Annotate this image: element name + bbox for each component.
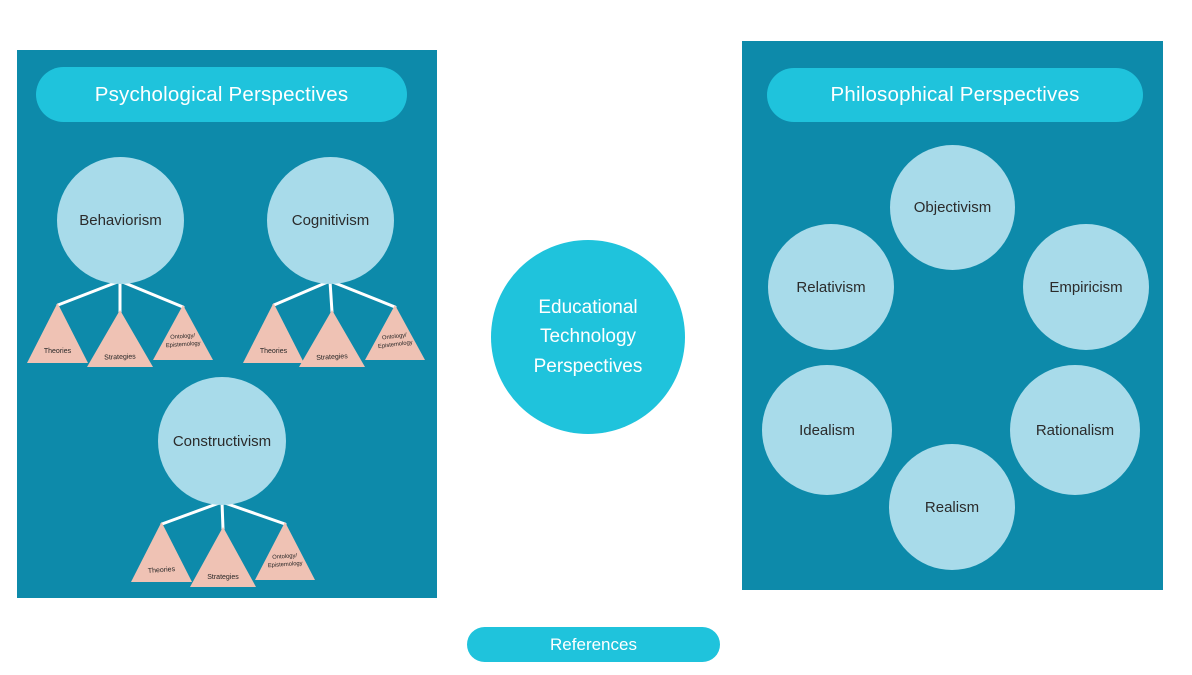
references-button[interactable]: References: [467, 627, 720, 662]
node-cognitivism-label: Cognitivism: [291, 212, 370, 229]
triangle-ontology-epistemology-label: Ontology/ Epistemology: [377, 332, 414, 350]
triangle-strategies: Strategies: [190, 527, 256, 587]
triangle-theories: Theories: [27, 303, 88, 363]
psychological-perspectives-title: Psychological Perspectives: [36, 67, 407, 122]
triangle-ontology-epistemology: Ontology/ Epistemology: [153, 305, 213, 360]
center-node-line-3: Perspectives: [533, 355, 643, 377]
philosophical-perspectives-panel: Philosophical Perspectives Objectivism R…: [742, 41, 1163, 590]
node-behaviorism-label: Behaviorism: [79, 212, 162, 229]
triangle-theories-label: Theories: [259, 348, 288, 355]
triangle-theories-label: Theories: [43, 348, 72, 355]
philosophical-perspectives-title: Philosophical Perspectives: [767, 68, 1143, 122]
triangle-ontology-epistemology: Ontology/ Epistemology: [255, 522, 315, 580]
node-relativism: Relativism: [768, 224, 894, 350]
triangle-strategies-label: Strategies: [104, 353, 136, 362]
triangle-ontology-epistemology-label: Ontology/ Epistemology: [267, 553, 303, 569]
node-idealism-label: Idealism: [799, 421, 855, 439]
node-rationalism: Rationalism: [1010, 365, 1140, 495]
triangle-strategies-label: Strategies: [316, 353, 348, 362]
triangle-ontology-epistemology-label: Ontology/ Epistemology: [165, 333, 201, 349]
node-objectivism-label: Objectivism: [913, 199, 992, 216]
node-cognitivism: Cognitivism: [267, 157, 394, 284]
triangle-strategies: Strategies: [299, 310, 365, 367]
node-relativism-label: Relativism: [796, 278, 866, 296]
center-node-educational-technology-perspectives: Educational Technology Perspectives: [491, 240, 685, 434]
node-realism-label: Realism: [924, 498, 980, 516]
triangle-ontology-epistemology: Ontology/ Epistemology: [365, 305, 425, 360]
center-node-line-1: Educational: [538, 296, 638, 318]
triangle-theories-label: Theories: [147, 566, 176, 575]
triangle-theories: Theories: [243, 303, 304, 363]
psychological-perspectives-panel: Psychological Perspectives Behaviorism T…: [17, 50, 437, 598]
node-realism: Realism: [889, 444, 1015, 570]
triangle-strategies-label: Strategies: [207, 574, 239, 581]
triangle-strategies: Strategies: [87, 310, 153, 367]
node-behaviorism: Behaviorism: [57, 157, 184, 284]
node-constructivism: Constructivism: [158, 377, 286, 505]
connector-lines: [56, 279, 397, 531]
node-idealism: Idealism: [762, 365, 892, 495]
node-rationalism-label: Rationalism: [1035, 421, 1115, 439]
node-empiricism: Empiricism: [1023, 224, 1149, 350]
node-empiricism-label: Empiricism: [1049, 278, 1123, 296]
node-objectivism: Objectivism: [890, 145, 1015, 270]
triangle-theories: Theories: [131, 522, 192, 582]
node-constructivism-label: Constructivism: [172, 432, 272, 450]
center-node-line-2: Technology: [539, 326, 637, 348]
